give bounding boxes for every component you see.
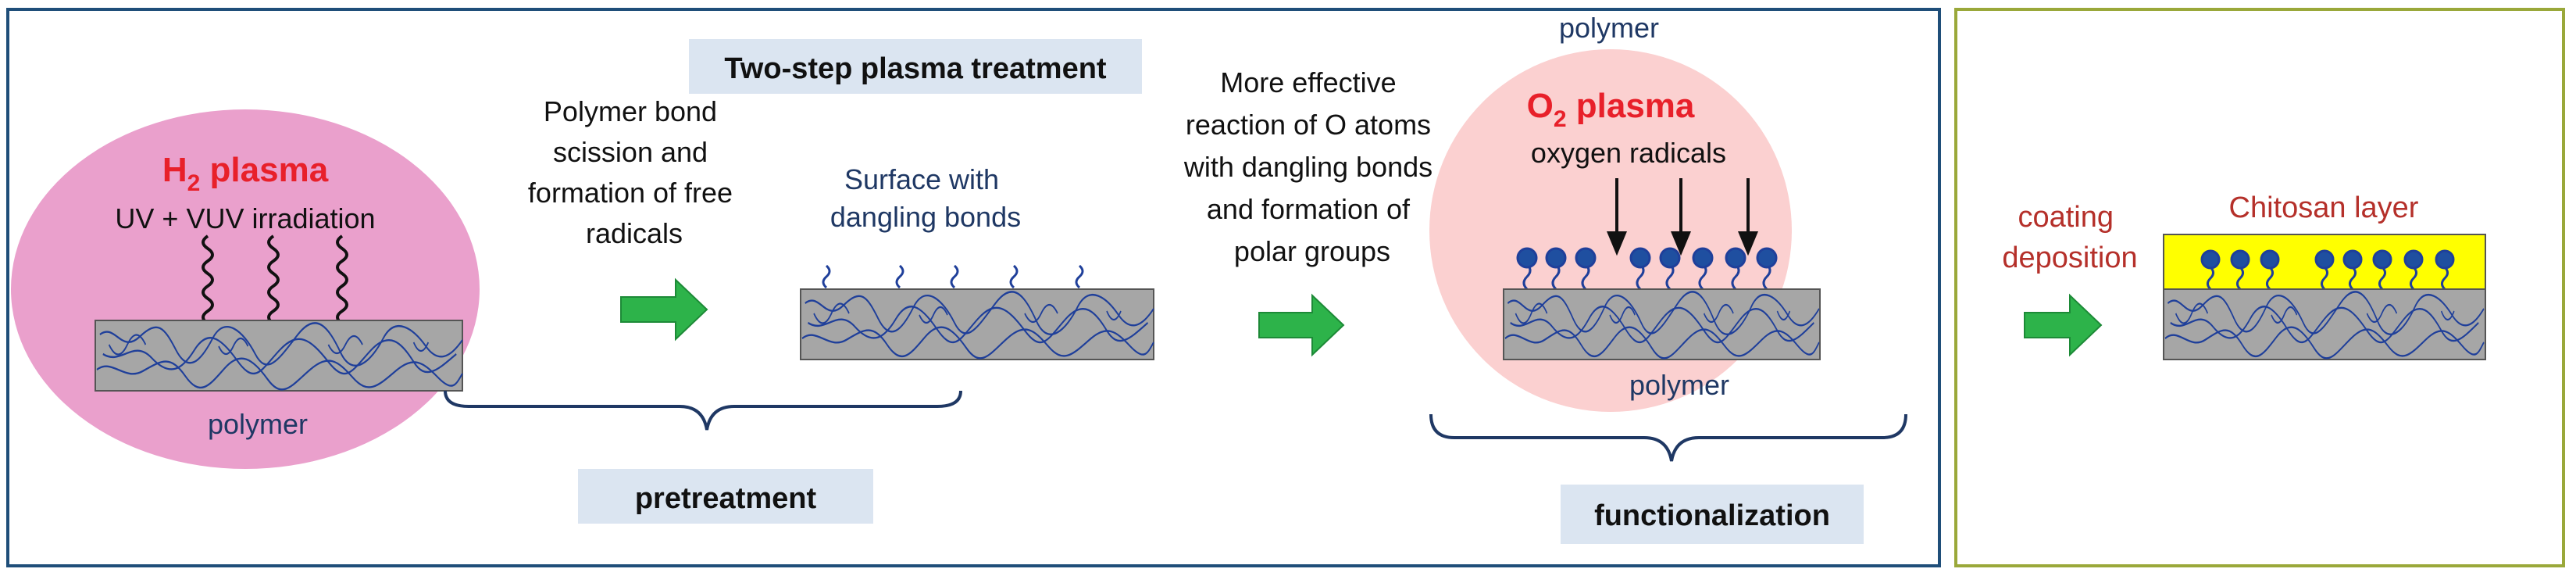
step2-description: More effective reaction of O atoms with … [1183,66,1440,267]
h2-polymer-label: polymer [208,408,308,440]
polymer-slab-o2 [1503,288,1821,360]
dangling-bonds-label: Surface with dangling bonds [830,163,1021,233]
oxygen-radicals-label: oxygen radicals [1531,137,1726,169]
h2-plasma-title: H2 plasma [162,151,329,196]
two-step-label: Two-step plasma treatment [724,52,1107,85]
polymer-slab-pretreated [800,288,1155,360]
green-arrow-icon [1258,293,1345,357]
two-step-label-box [689,39,1142,94]
treatment-frame [6,8,1941,567]
radical-arrows [1607,178,1758,256]
green-arrow-icon [620,277,708,342]
o2-plasma-title: O2 plasma [1527,87,1695,132]
polymer-slab-coated [2163,288,2486,360]
dangling-bonds [822,264,1084,289]
polar-groups [1516,247,1778,291]
step1-description: Polymer bond scission and formation of f… [528,95,740,249]
polar-groups-coated [2200,249,2455,291]
chitosan-layer-label: Chitosan layer [2229,191,2419,224]
pretreatment-label: pretreatment [635,482,817,515]
polymer-slab-h2 [95,320,464,392]
o2-top-polymer-label: polymer [1559,12,1659,44]
coating-deposition-label: coating deposition [2002,201,2137,274]
green-arrow-icon [2024,293,2103,357]
h2-irradiation-label: UV + VUV irradiation [115,202,375,234]
pretreatment-brace [444,390,962,431]
functionalization-label: functionalization [1594,499,1830,532]
pretreatment-label-box [578,469,873,524]
coating-frame [1954,8,2565,567]
functionalization-brace [1429,413,1907,462]
o2-polymer-label: polymer [1629,369,1729,401]
functionalization-label-box [1561,485,1864,544]
